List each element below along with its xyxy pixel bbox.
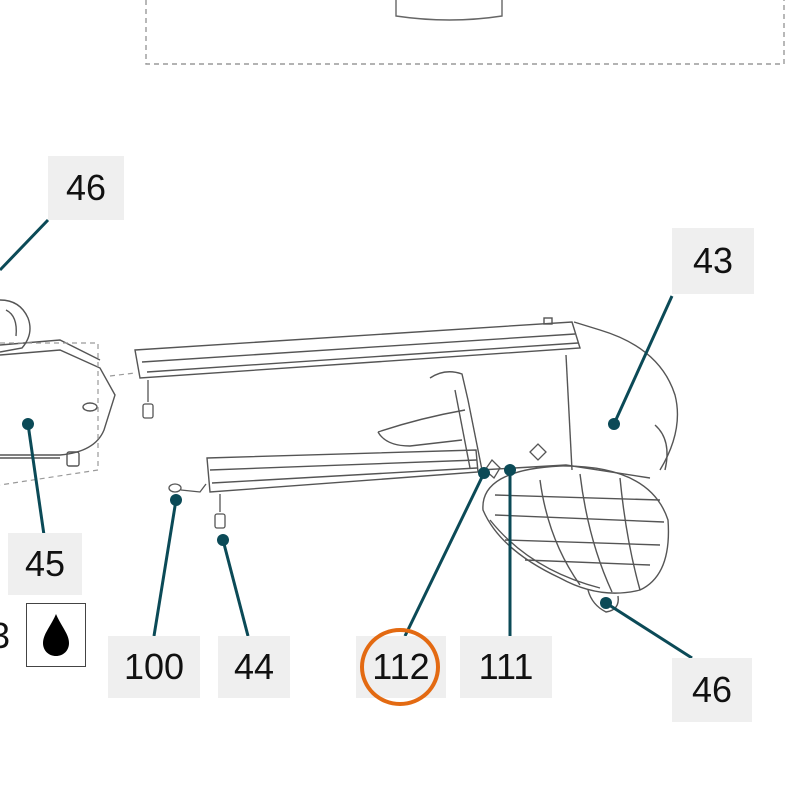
callout-46-bottom: 46 (672, 658, 752, 722)
callout-46-bottom-text: 46 (691, 669, 733, 710)
dot-46-bottom (600, 597, 612, 609)
callout-46-top: 46 (48, 156, 124, 220)
callout-46-top-text: 46 (65, 167, 107, 208)
main-housing (377, 321, 679, 479)
callout-111: 111 (460, 636, 552, 698)
upper-rail (134, 317, 581, 379)
leader-44 (221, 539, 250, 637)
lower-rail (206, 449, 479, 493)
leader-46-top (0, 218, 50, 272)
callout-44-text: 44 (233, 646, 275, 687)
callout-111-text: 111 (478, 646, 534, 687)
leader-46-bottom (605, 601, 693, 660)
leader-dots (22, 418, 620, 609)
dot-45 (22, 418, 34, 430)
callout-44: 44 (218, 636, 290, 698)
callout-100: 100 (108, 636, 200, 698)
callout-100-text: 100 (123, 646, 185, 687)
lower-rail-fasteners (168, 483, 226, 529)
callout-43-text: 43 (692, 240, 734, 281)
highlight-ring-112 (360, 628, 440, 706)
leader-45 (26, 423, 46, 536)
callout-43: 43 (672, 228, 754, 294)
left-dashed-frame (0, 342, 136, 486)
dot-100 (170, 494, 182, 506)
dot-44 (217, 534, 229, 546)
partial-callout-left: 3 (0, 615, 10, 657)
leader-112 (403, 472, 486, 637)
dot-112 (478, 467, 490, 479)
top-part-fragment (395, 0, 503, 21)
callout-45: 45 (8, 533, 82, 595)
water-drop-symbol (26, 603, 86, 667)
housing-fasteners (484, 443, 547, 480)
leader-lines (0, 218, 693, 660)
screw-44-upper (142, 380, 154, 419)
callout-45-text: 45 (24, 543, 66, 584)
partial-callout-left-text: 3 (0, 615, 11, 656)
dot-111 (504, 464, 516, 476)
dot-43 (608, 418, 620, 430)
leader-100 (152, 499, 178, 637)
leader-43 (612, 295, 674, 425)
dashed-frame-top (145, 0, 785, 65)
water-drop-icon (43, 614, 69, 656)
